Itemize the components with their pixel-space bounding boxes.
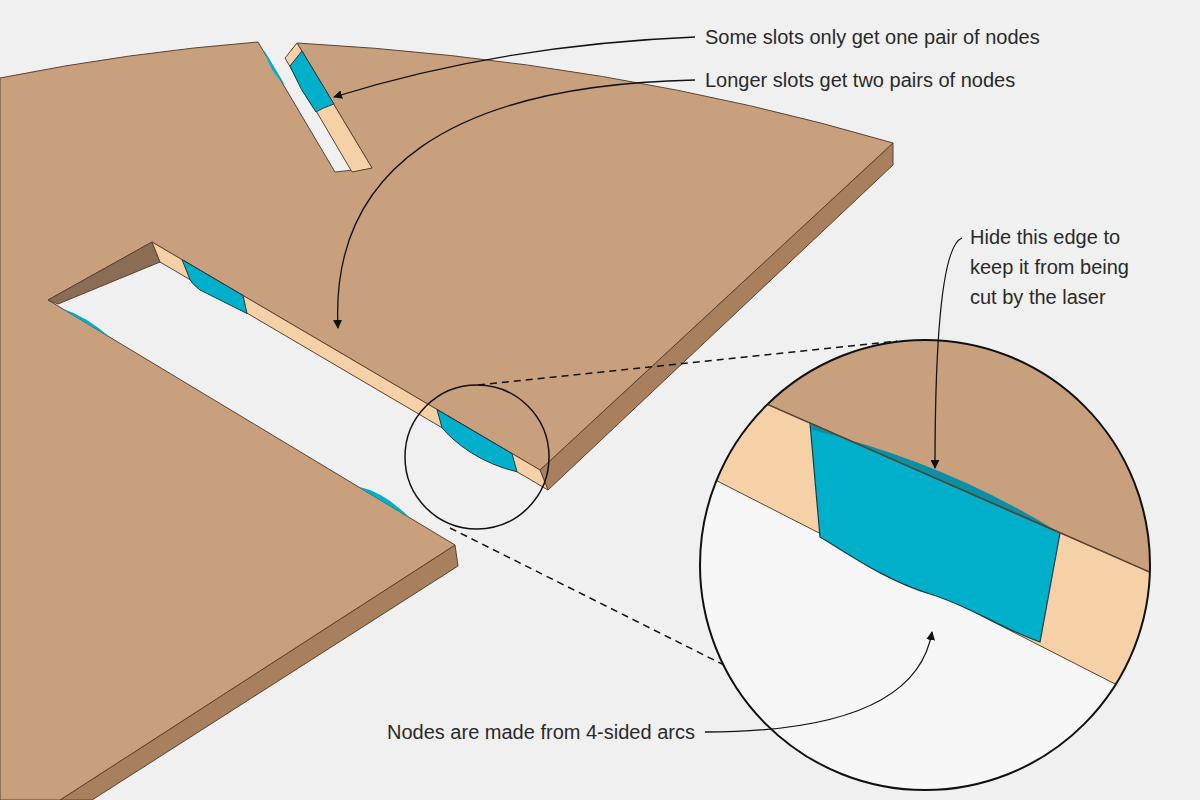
node <box>182 260 247 314</box>
leader-line <box>338 80 695 328</box>
node <box>358 487 410 518</box>
callout-label: Nodes are made from 4-sided arcs <box>385 717 697 747</box>
node <box>437 410 517 472</box>
leader-line <box>334 37 695 97</box>
zoom-circle <box>700 340 1150 790</box>
node <box>62 308 110 337</box>
slot-end-wall <box>48 242 160 304</box>
node <box>290 51 334 112</box>
board-edge <box>680 366 1170 581</box>
node <box>264 50 285 85</box>
zoom-marker <box>405 385 549 529</box>
zoom-view <box>680 200 1170 800</box>
leader-line <box>935 238 962 468</box>
callout-label: Some slots only get one pair of nodes <box>703 22 1042 52</box>
leader-line <box>705 632 932 732</box>
callout-label: Longer slots get two pairs of nodes <box>703 65 1017 95</box>
callout-label: Hide this edge to keep it from being cut… <box>968 222 1162 312</box>
slot-wall <box>152 242 548 490</box>
slot-wall <box>285 43 372 172</box>
